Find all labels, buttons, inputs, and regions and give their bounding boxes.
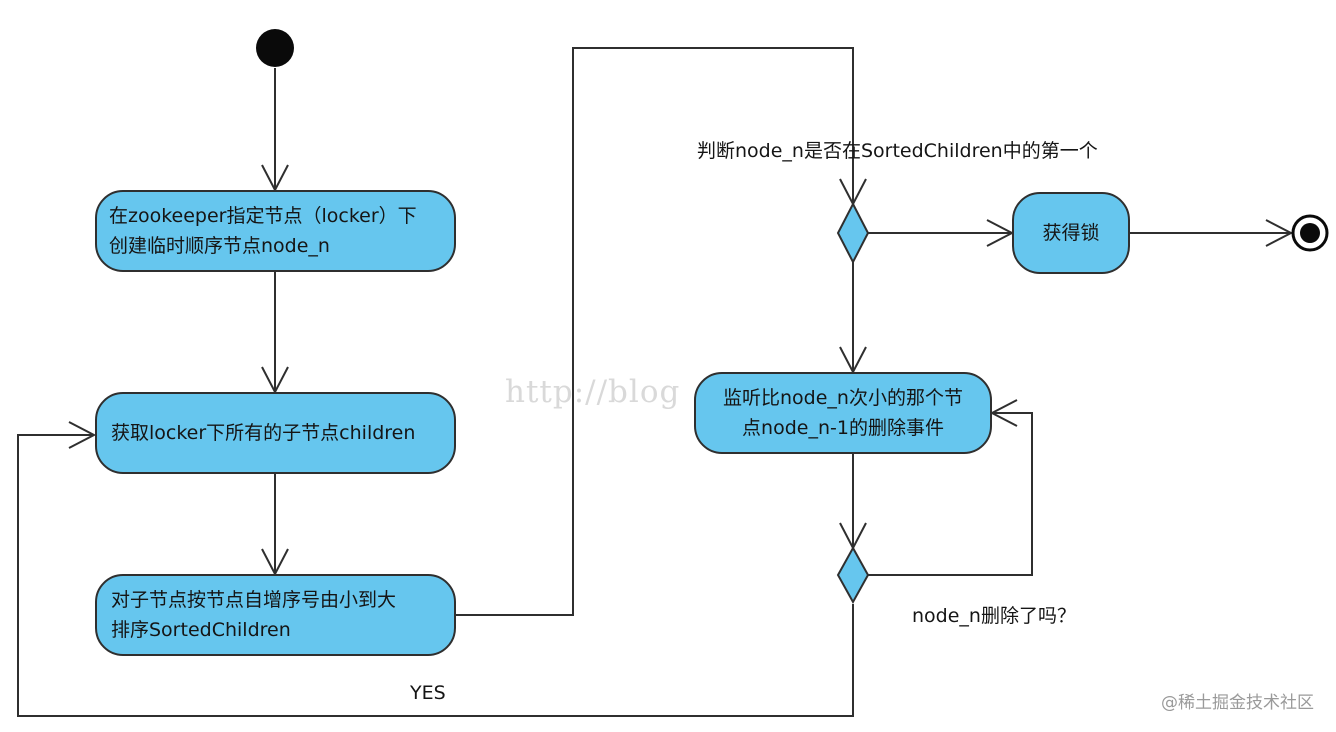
decision-is-first	[836, 201, 870, 265]
label-yes: YES	[410, 682, 446, 704]
node-sort-children: 对子节点按节点自增序号由小到大 排序SortedChildren	[95, 574, 456, 656]
start-node	[256, 29, 294, 67]
node-create-line1: 在zookeeper指定节点（locker）下	[109, 205, 417, 227]
node-watch-line1: 监听比node_n次小的那个节	[723, 387, 963, 409]
node-sort-line1: 对子节点按节点自增序号由小到大	[111, 589, 397, 611]
node-sort-line2: 排序SortedChildren	[111, 619, 291, 641]
edge-deleted-no-loop	[868, 412, 1033, 576]
node-watch-previous: 监听比node_n次小的那个节 点node_n-1的删除事件	[694, 372, 992, 454]
arrowhead	[1265, 219, 1294, 247]
node-get-children: 获取locker下所有的子节点children	[95, 392, 456, 474]
node-acquire-lock-label: 获得锁	[1042, 222, 1100, 244]
arrowhead	[68, 421, 97, 449]
label-is-first-question: 判断node_n是否在SortedChildren中的第一个	[697, 140, 1098, 162]
watermark-url: http://blog	[505, 374, 681, 410]
arrowhead	[989, 399, 1018, 427]
node-get-children-label: 获取locker下所有的子节点children	[111, 422, 416, 444]
node-acquire-lock: 获得锁	[1012, 192, 1130, 274]
end-node-inner	[1300, 223, 1320, 243]
edge-sort-to-decision	[455, 47, 854, 616]
node-watch-line2: 点node_n-1的删除事件	[742, 417, 944, 439]
node-create-temp-sequential: 在zookeeper指定节点（locker）下 创建临时顺序节点node_n	[95, 190, 456, 272]
decision-is-deleted	[836, 545, 870, 605]
edge-deleted-yes-to-get-children	[17, 434, 854, 717]
node-create-line2: 创建临时顺序节点node_n	[109, 235, 330, 257]
watermark-site: @稀土掘金技术社区	[1161, 693, 1314, 713]
label-deleted-question: node_n删除了吗？	[912, 605, 1076, 627]
